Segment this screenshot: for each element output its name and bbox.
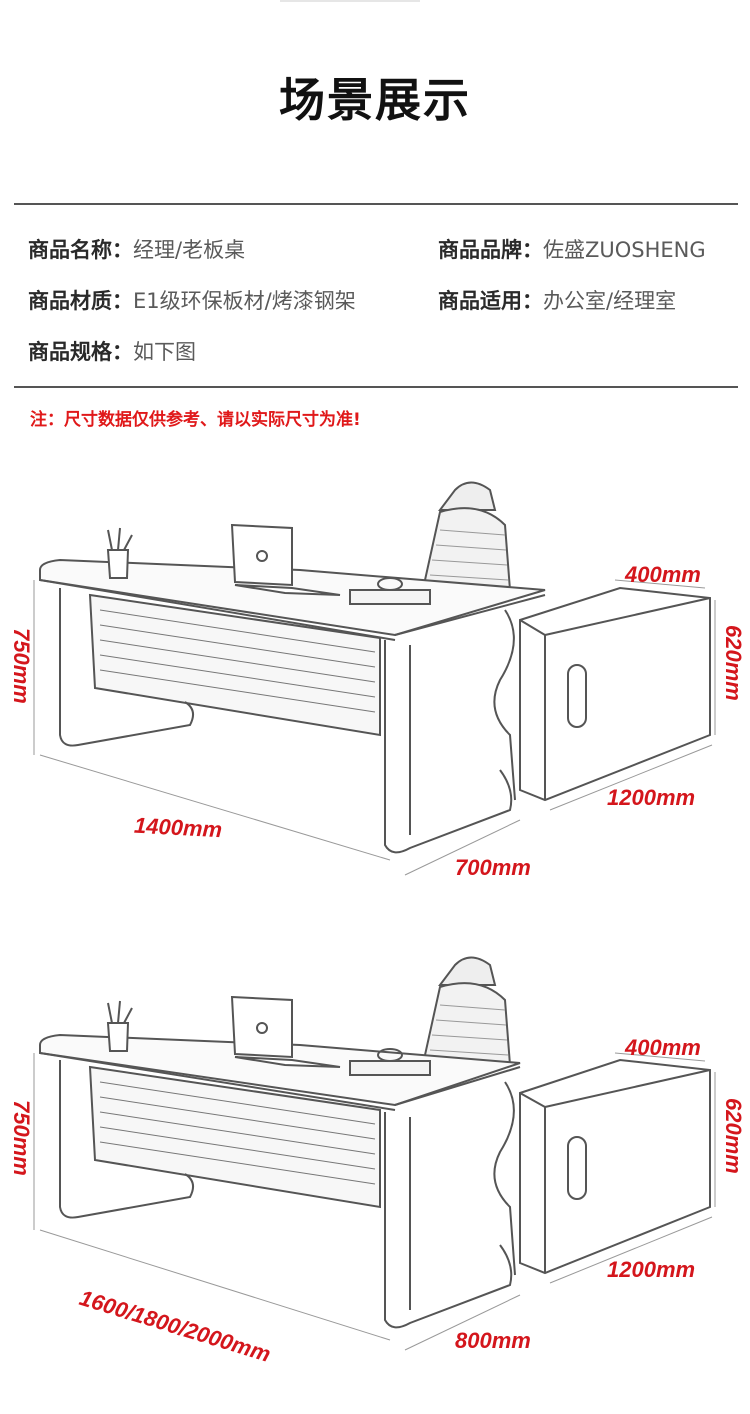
books-icon (349, 1060, 431, 1076)
desk-leg-right (384, 1112, 513, 1329)
cabinet-handle (567, 664, 587, 728)
dim-cabinet-length: 1200mm (607, 1257, 696, 1282)
chair-headrest (438, 956, 497, 986)
panel-perforation (99, 1081, 376, 1185)
spec-label: 商品名称： (28, 238, 133, 262)
desk-leg-right (384, 640, 513, 854)
spec-label: 商品适用： (438, 289, 543, 313)
spec-value: 如下图 (133, 340, 196, 364)
pen-icon (117, 527, 121, 551)
dimension-lines (33, 1052, 716, 1351)
cabinet-edge (544, 1069, 711, 1108)
pen-holder-icon (106, 549, 130, 579)
cup-icon (377, 1048, 403, 1062)
pen-icon (107, 529, 113, 551)
spec-value: 经理/老板桌 (133, 238, 246, 262)
pen-icon (117, 1000, 121, 1024)
dim-cabinet-height: 620mm (721, 625, 746, 701)
desk-edge (39, 1052, 396, 1111)
spec-material: 商品材质：E1级环保板材/烤漆钢架 (28, 285, 356, 315)
spec-value: E1级环保板材/烤漆钢架 (133, 289, 356, 313)
pen-icon (123, 1007, 133, 1024)
side-cabinet (519, 586, 711, 802)
dim-cabinet-height: 620mm (721, 1098, 746, 1174)
cabinet-edge (544, 597, 711, 636)
spec-bottom-rule (14, 386, 738, 388)
dim-height: 750mm (9, 1100, 34, 1176)
desk-leg-left (59, 588, 195, 747)
top-divider (280, 0, 420, 2)
desk-edge-side (394, 594, 546, 636)
spec-brand: 商品品牌：佐盛ZUOSHENG (438, 234, 706, 264)
chair-mesh (429, 529, 509, 581)
cabinet-edge (519, 1092, 546, 1108)
apple-icon (256, 550, 268, 562)
pen-holder-icon (106, 1022, 130, 1052)
modesty-panel (88, 1065, 381, 1209)
spec-usage: 商品适用：办公室/经理室 (438, 285, 676, 315)
laptop-screen (230, 523, 293, 587)
dimension-lines (33, 579, 716, 876)
desk-edge-side (394, 1066, 521, 1106)
desk-leg-curve (493, 1081, 516, 1276)
spec-product-name: 商品名称：经理/老板桌 (28, 234, 245, 264)
spec-label: 商品品牌： (438, 238, 543, 262)
spec-value: 佐盛ZUOSHENG (543, 238, 706, 262)
cup-icon (377, 577, 403, 591)
size-note: 注：尺寸数据仅供参考、请以实际尺寸为准! (30, 410, 361, 430)
chair-headrest (438, 481, 497, 511)
desk-diagram-2 (33, 956, 716, 1351)
pen-icon (123, 534, 133, 551)
modesty-panel (88, 593, 381, 737)
dim-depth: 800mm (455, 1328, 531, 1353)
desk-diagram-1 (33, 481, 716, 876)
desk-top (39, 1033, 521, 1107)
spec-label: 商品规格： (28, 340, 133, 364)
desk-edge (39, 579, 396, 641)
dim-height: 750mm (9, 628, 34, 704)
page-title: 场景展示 (279, 73, 471, 127)
books-icon (349, 589, 431, 605)
spec-label: 商品材质： (28, 289, 133, 313)
desk-leg-curve (493, 609, 516, 801)
cabinet-edge (519, 619, 546, 636)
dim-cabinet-depth: 400mm (625, 562, 701, 587)
dim-cabinet-depth: 400mm (625, 1035, 701, 1060)
desk-leg-left (59, 1060, 195, 1219)
panel-perforation (99, 609, 376, 713)
apple-icon (256, 1022, 268, 1034)
dim-depth: 700mm (455, 855, 531, 880)
dim-length: 1400mm (133, 812, 223, 843)
spec-value: 办公室/经理室 (543, 289, 677, 313)
spec-top-rule (14, 203, 738, 205)
chair-mesh (429, 1004, 509, 1056)
dim-cabinet-length: 1200mm (607, 785, 696, 810)
spec-size: 商品规格：如下图 (28, 336, 196, 366)
pen-icon (107, 1002, 113, 1024)
laptop-base (234, 584, 341, 596)
laptop-screen (230, 995, 293, 1059)
cabinet-handle (567, 1136, 587, 1200)
desk-top (39, 558, 546, 637)
side-cabinet (519, 1058, 711, 1275)
laptop-base (234, 1056, 341, 1068)
